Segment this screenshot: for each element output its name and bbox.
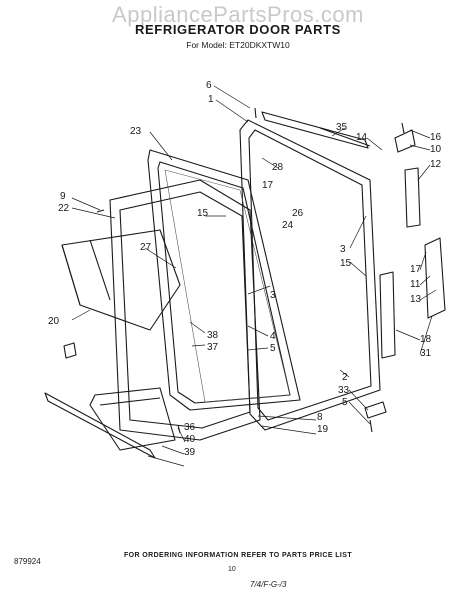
callout-17: 17	[262, 180, 274, 191]
gasket	[147, 149, 301, 411]
page-number: 10	[228, 566, 236, 573]
lower-bin	[89, 387, 176, 451]
clip-lower-left	[63, 342, 77, 359]
callout-4: 4	[270, 331, 276, 342]
callout-24: 24	[282, 220, 294, 231]
callout-5b: 5	[342, 397, 348, 408]
door-liner-outline	[239, 119, 381, 431]
screw-6	[254, 107, 257, 119]
callout-8: 8	[317, 412, 323, 423]
callout-13: 13	[410, 294, 422, 305]
callout-14: 14	[356, 132, 368, 143]
top-strip	[261, 111, 369, 149]
callout-15a: 15	[197, 208, 209, 219]
callout-1: 1	[208, 94, 214, 105]
callout-11: 11	[410, 279, 421, 290]
callout-23: 23	[130, 126, 142, 137]
callout-27: 27	[140, 242, 152, 253]
bottom-trim	[44, 392, 156, 459]
callout-19: 19	[317, 424, 329, 435]
callout-3a: 3	[340, 244, 346, 255]
handwritten-note: 7/4/F-G-/3	[250, 580, 287, 589]
callout-38: 38	[207, 330, 219, 341]
screw-16	[401, 122, 405, 134]
screw-5	[369, 419, 373, 433]
callout-35: 35	[336, 122, 348, 133]
door-liner-inner	[248, 129, 372, 421]
side-strip-12	[404, 167, 421, 228]
callout-40: 40	[184, 434, 196, 445]
callout-26: 26	[292, 208, 304, 219]
callout-9: 9	[60, 191, 66, 202]
callout-31: 31	[420, 348, 432, 359]
callout-37: 37	[207, 342, 219, 353]
hinge-bottom	[364, 401, 387, 419]
callout-18: 18	[420, 334, 432, 345]
callout-33: 33	[338, 385, 350, 396]
page-title: REFRIGERATOR DOOR PARTS	[135, 22, 341, 37]
callout-5a: 5	[270, 343, 276, 354]
callout-22: 22	[58, 203, 70, 214]
callout-36: 36	[184, 422, 196, 433]
diagram-code: 879924	[14, 557, 41, 566]
callout-28: 28	[272, 162, 284, 173]
callout-10: 10	[430, 144, 442, 155]
hinge-top	[394, 129, 416, 153]
callout-17b: 17	[410, 264, 422, 275]
callout-20: 20	[48, 316, 60, 327]
callout-2: 2	[342, 372, 348, 383]
model-label: For Model: ET20DKXTW10	[186, 40, 290, 50]
callout-3b: 3	[270, 290, 276, 301]
door-front	[109, 179, 261, 441]
callout-15b: 15	[340, 258, 352, 269]
callout-12: 12	[430, 159, 442, 170]
callout-16: 16	[430, 132, 442, 143]
side-strip-18	[379, 271, 396, 359]
door-panel	[164, 169, 291, 403]
screw-9	[96, 209, 105, 213]
side-strip-31	[424, 237, 446, 319]
callout-39: 39	[184, 447, 196, 458]
callout-6: 6	[206, 80, 212, 91]
ordering-note: FOR ORDERING INFORMATION REFER TO PARTS …	[123, 552, 353, 559]
watermark: AppliancePartsPros.com	[112, 2, 364, 27]
